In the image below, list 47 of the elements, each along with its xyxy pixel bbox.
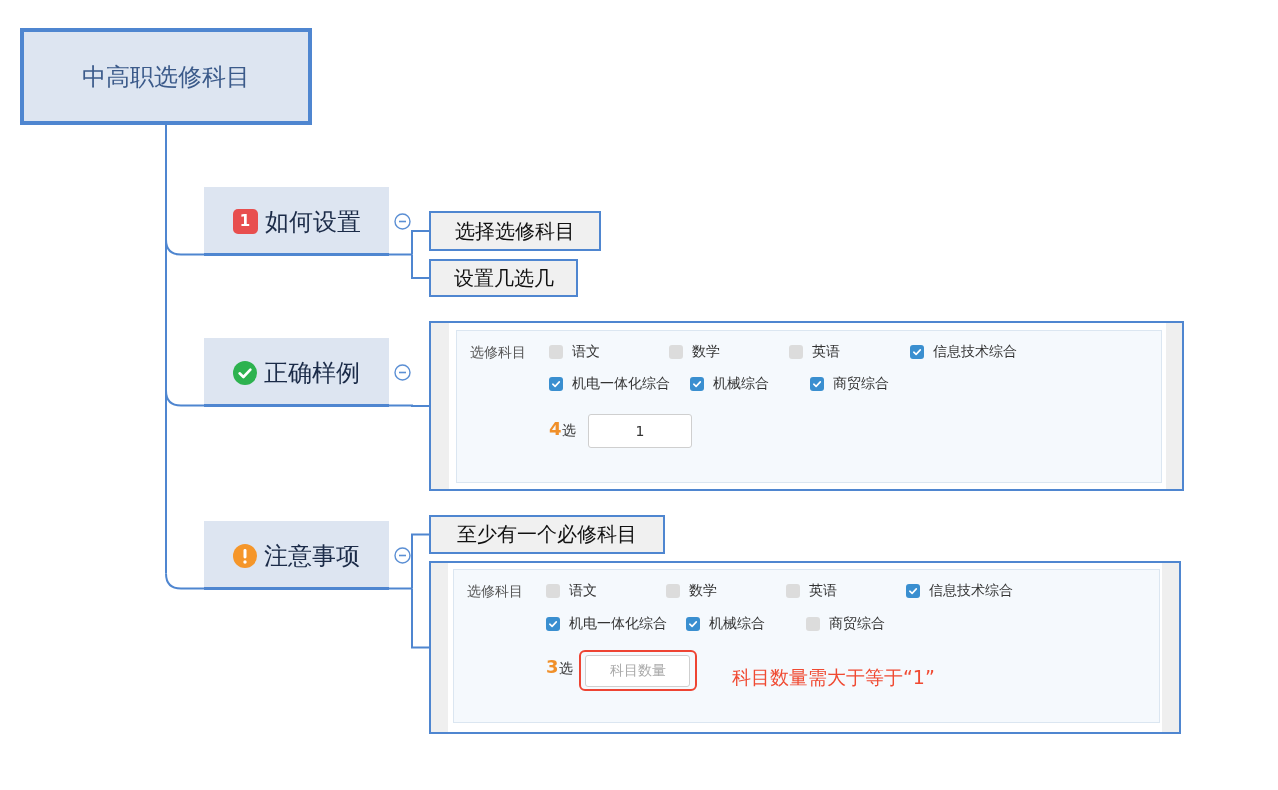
connector-line (165, 389, 205, 407)
input-field: 1 (588, 414, 692, 448)
count-number: 4 (549, 417, 562, 441)
checkbox-option: 信息技术综合 (906, 581, 1013, 601)
checkbox-option: 数学 (669, 342, 720, 362)
checkbox-option: 机械综合 (686, 614, 765, 634)
connector-line (165, 572, 205, 590)
checkbox-option: 语文 (549, 342, 600, 362)
topic-box (204, 338, 389, 407)
connector-line (411, 230, 430, 256)
connector-line (165, 124, 167, 575)
checkbox-option: 信息技术综合 (910, 342, 1017, 362)
topic-title: 如何设置 (264, 206, 361, 238)
central-topic: 中高职选修科目 (20, 28, 312, 125)
checkbox-option: 商贸综合 (810, 374, 889, 394)
connector-line (388, 253, 413, 256)
subtopic-box: 选择选修科目 (429, 211, 601, 251)
checkbox-option: 语文 (546, 581, 597, 601)
input-field: 科目数量 (585, 655, 690, 687)
checkbox-option: 商贸综合 (806, 614, 885, 634)
checkbox-option: 数学 (666, 581, 717, 601)
count-number: 3 (546, 655, 559, 679)
count-label: 选 (562, 421, 576, 440)
checkbox-option: 英语 (786, 581, 837, 601)
error-message: 科目数量需大于等于“1” (732, 665, 935, 689)
subtopic-box: 至少有一个必修科目 (429, 515, 665, 554)
checkbox-option: 机械综合 (690, 374, 769, 394)
topic-title: 注意事项 (264, 540, 360, 572)
screenshot-panel (429, 321, 1184, 491)
checkbox-option: 机电一体化综合 (546, 614, 667, 634)
field-label: 选修科目 (467, 582, 523, 601)
checkbox-option: 英语 (789, 342, 840, 362)
connector-line (388, 587, 413, 590)
connector-line (411, 533, 430, 590)
count-label: 选 (559, 659, 573, 678)
field-label: 选修科目 (470, 343, 526, 362)
connector-line (411, 587, 430, 649)
checkbox-option: 机电一体化综合 (549, 374, 670, 394)
topic-box (204, 521, 389, 590)
number-badge: 1 (232, 209, 258, 234)
connector-line (165, 238, 205, 256)
connector-line (388, 404, 430, 407)
screenshot-panel (429, 561, 1181, 734)
connector-line (411, 253, 430, 279)
topic-title: 正确样例 (264, 357, 360, 389)
topic-box (204, 187, 389, 256)
subtopic-box: 设置几选几 (429, 259, 578, 297)
